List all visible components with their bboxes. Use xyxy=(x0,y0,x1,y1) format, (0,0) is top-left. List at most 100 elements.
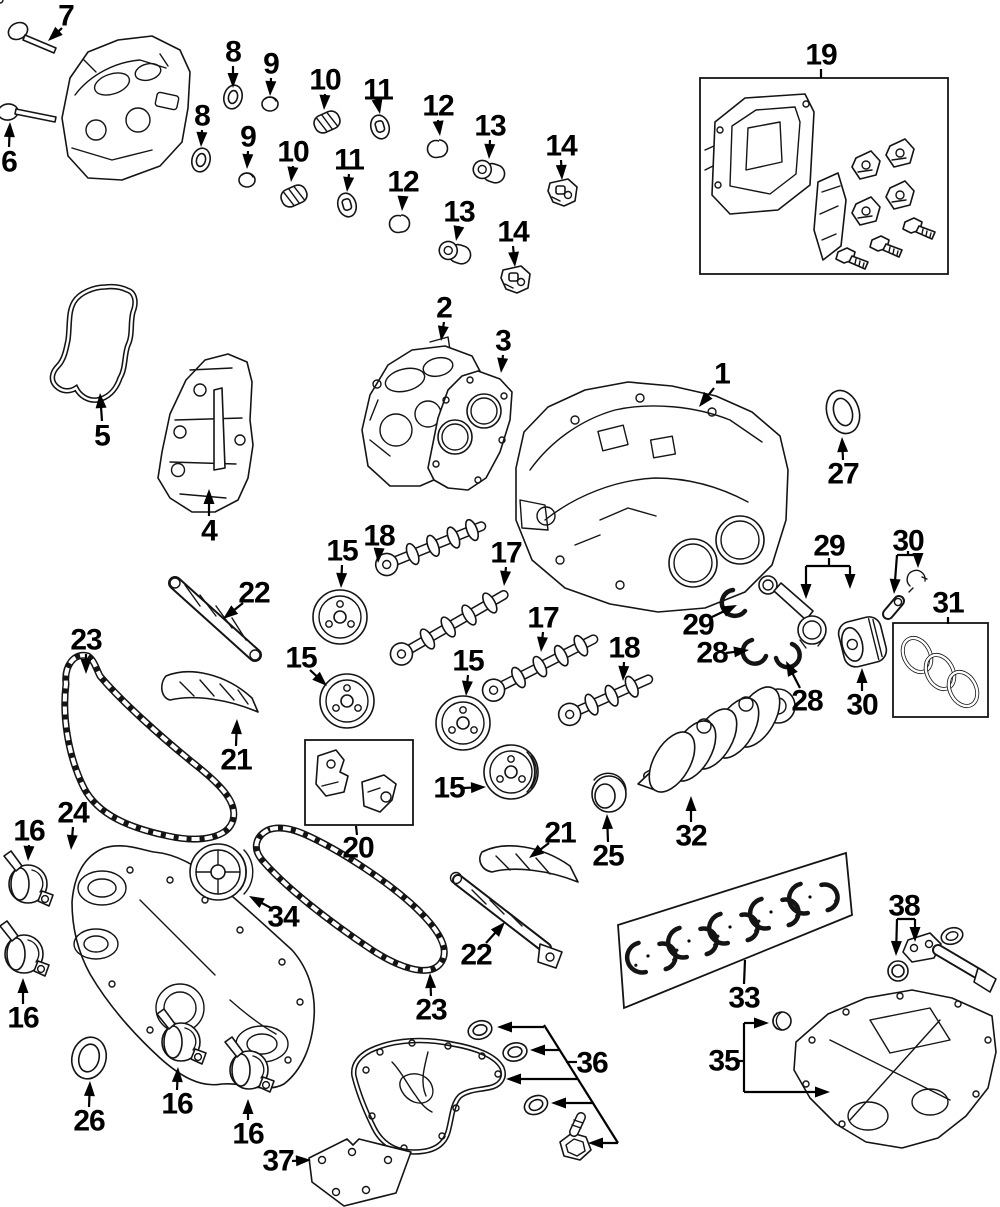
callout-10-4: 10 xyxy=(309,64,342,110)
callout-9-10: 9 xyxy=(240,121,257,169)
leader-line xyxy=(501,354,505,361)
leader-arrowhead xyxy=(890,940,902,956)
part-number-label: 22 xyxy=(460,939,492,972)
leader-arrowhead xyxy=(196,131,208,147)
main-bearing-box xyxy=(617,851,853,1010)
callout-17-25: 17 xyxy=(490,537,523,586)
callout-36-57: 36 xyxy=(497,1021,619,1149)
callout-22-31: 22 xyxy=(223,577,271,619)
callout-16-47: 16 xyxy=(13,815,46,861)
part-number-label: 30 xyxy=(892,525,924,558)
callout-18-30: 18 xyxy=(608,632,641,681)
part-number-label: 16 xyxy=(13,815,45,848)
camshaft-art xyxy=(374,518,487,577)
leader-arrowhead xyxy=(530,1044,545,1056)
leader-line xyxy=(376,101,380,105)
callout-28-41: 28 xyxy=(786,661,824,718)
part-number-label: 18 xyxy=(363,520,395,553)
part-number-label: 23 xyxy=(415,994,447,1027)
callout-15-28: 15 xyxy=(452,645,485,696)
leader-line xyxy=(543,1024,619,1144)
leader-arrowhead xyxy=(227,73,239,88)
part-number-label: 21 xyxy=(220,744,252,777)
part-number-label: 29 xyxy=(813,530,845,563)
part-number-label: 1 xyxy=(714,358,730,391)
callout-13-14: 13 xyxy=(443,196,476,241)
leader-arrowhead xyxy=(17,978,29,993)
leader-arrowhead xyxy=(506,1073,521,1085)
callout-37-54: 37 xyxy=(262,1145,311,1178)
leader-arrowhead xyxy=(242,1099,254,1114)
part-number-label: 10 xyxy=(309,64,341,97)
camshaft-seal-art xyxy=(825,389,861,435)
leader-arrowhead xyxy=(373,547,385,563)
part-number-label: 28 xyxy=(791,685,823,718)
leader-arrowhead xyxy=(889,578,901,594)
callout-7-0: 7 xyxy=(48,0,75,41)
part-number-label: 6 xyxy=(1,146,17,179)
leader-line xyxy=(791,672,801,689)
leader-line xyxy=(538,842,550,852)
head-gasket-art xyxy=(427,370,513,491)
part-number-label: 22 xyxy=(238,577,270,610)
callout-4-22: 4 xyxy=(201,489,219,548)
leader-arrowhead xyxy=(588,1137,603,1149)
part-number-label: 12 xyxy=(387,166,419,199)
callout-1-19: 1 xyxy=(699,358,731,407)
part-number-label: 8 xyxy=(194,100,210,133)
part-number-label: 21 xyxy=(544,817,576,850)
leader-line xyxy=(71,826,75,838)
leader-arrowhead xyxy=(95,393,107,409)
callout-16-52: 16 xyxy=(161,1067,194,1121)
part-number-label: 38 xyxy=(888,890,920,923)
engine-block-art xyxy=(515,381,789,613)
callout-8-2: 8 xyxy=(225,36,242,88)
oil-pan-upper-art xyxy=(772,989,997,1149)
leader-arrowhead xyxy=(497,357,509,373)
callout-30-43: 30 xyxy=(846,668,879,722)
callout-15-23: 15 xyxy=(326,535,359,588)
leader-arrowhead xyxy=(754,1017,769,1029)
leader-arrowhead xyxy=(437,325,449,341)
leader-arrowhead xyxy=(287,166,299,182)
callout-15-27: 15 xyxy=(285,642,327,686)
callout-14-8: 14 xyxy=(545,130,579,180)
leader-arrowhead xyxy=(856,668,868,683)
chain-guide-curved2-art xyxy=(479,845,579,883)
part-number-label: 37 xyxy=(262,1145,294,1178)
callout-18-24: 18 xyxy=(363,520,396,563)
callout-26-51: 26 xyxy=(73,1081,106,1138)
baffle-plate-art xyxy=(308,1138,412,1207)
part-number-label: 18 xyxy=(608,632,640,665)
part-number-label: 11 xyxy=(334,144,364,177)
leader-line xyxy=(259,901,272,909)
part-number-label: 8 xyxy=(225,36,241,69)
leader-arrowhead xyxy=(721,605,737,617)
callout-38-58: 38 xyxy=(888,890,921,956)
leader-arrowhead xyxy=(80,659,92,674)
leader-arrowhead xyxy=(500,570,512,586)
leader-arrowhead xyxy=(453,225,465,241)
leader-line xyxy=(466,674,470,684)
leader-arrowhead xyxy=(786,661,798,677)
callout-16-53: 16 xyxy=(232,1099,265,1151)
leader-arrowhead xyxy=(397,195,409,211)
callout-19-16: 19 xyxy=(805,39,838,78)
leader-arrowhead xyxy=(800,584,812,599)
leader-line xyxy=(232,602,244,612)
part-number-label: 7 xyxy=(58,0,74,33)
cam-sprocket-art xyxy=(312,589,539,800)
leader-line xyxy=(706,387,715,398)
piston-ring-box xyxy=(892,622,989,718)
callout-22-36: 22 xyxy=(460,922,505,972)
callout-14-15: 14 xyxy=(497,216,531,267)
callout-10-11: 10 xyxy=(277,136,310,182)
callout-24-48: 24 xyxy=(57,797,91,850)
leader-arrowhead xyxy=(230,719,242,735)
part-number-label: 36 xyxy=(576,1047,608,1080)
leader-line xyxy=(56,27,63,33)
callout-5-21: 5 xyxy=(94,393,111,453)
engine-valve-art xyxy=(0,103,57,123)
front-seal-art xyxy=(70,1036,108,1080)
leader-line xyxy=(441,321,446,329)
